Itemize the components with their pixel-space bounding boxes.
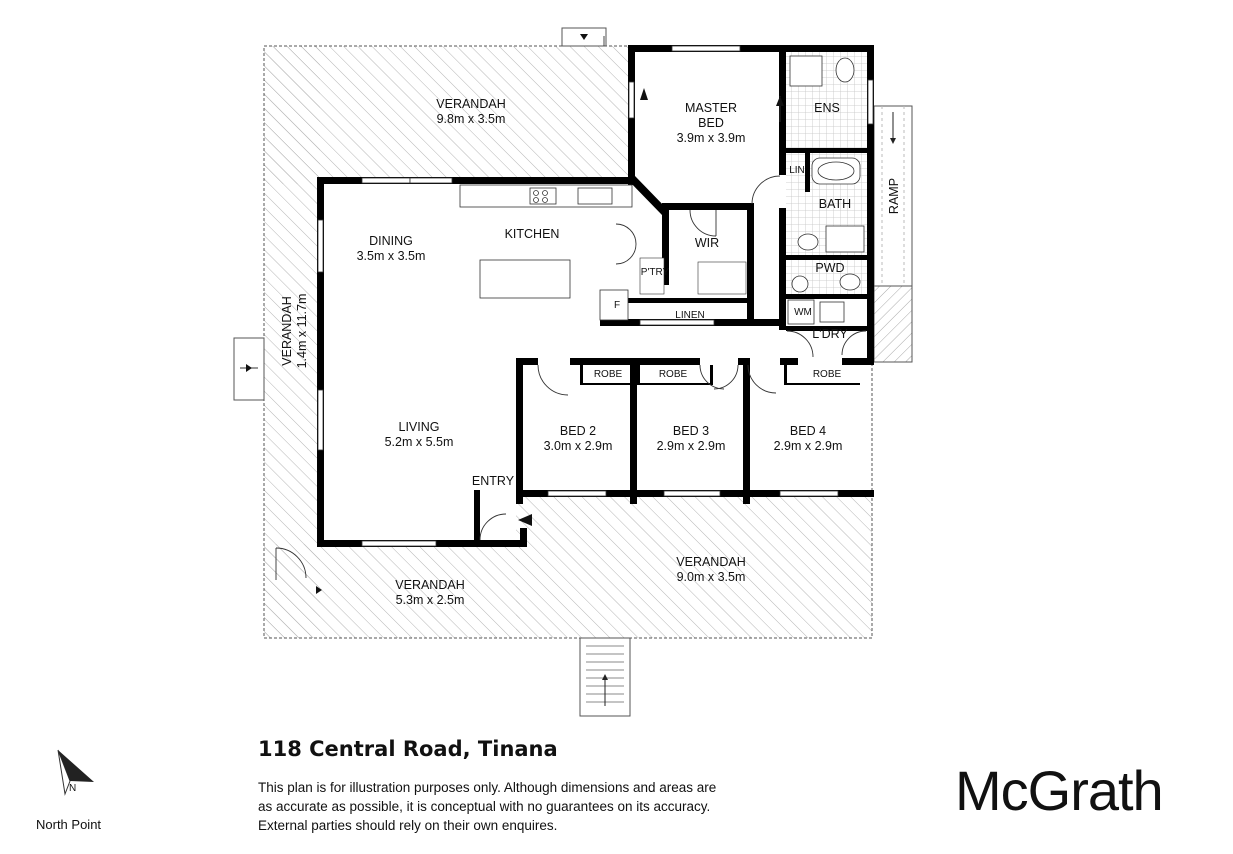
verandah-bottom-right-size: 9.0m x 3.5m xyxy=(677,570,746,584)
master-bed-label: MASTER BED 3.9m x 3.9m xyxy=(677,101,746,145)
living-name: LIVING xyxy=(399,420,440,434)
wir-label: WIR xyxy=(695,236,719,250)
bath-label: BATH xyxy=(819,197,851,211)
robe-bed2-label: ROBE xyxy=(594,369,623,380)
disclaimer-line: This plan is for illustration purposes o… xyxy=(258,780,717,795)
front-stairs xyxy=(579,637,631,717)
bed3-size: 2.9m x 2.9m xyxy=(657,439,726,453)
disclaimer-line: as accurate as possible, it is conceptua… xyxy=(258,799,711,814)
living-size: 5.2m x 5.5m xyxy=(385,435,454,449)
brand-logo: McGrath xyxy=(955,759,1164,822)
doors xyxy=(275,36,867,580)
laundry-label: L'DRY xyxy=(812,327,848,341)
ramp xyxy=(873,105,913,363)
master-bed-name-line2: BED xyxy=(698,116,724,130)
bed2-size: 3.0m x 2.9m xyxy=(544,439,613,453)
dining-name: DINING xyxy=(369,234,413,248)
dining-size: 3.5m x 3.5m xyxy=(357,249,426,263)
linen-closet-label: LIN xyxy=(789,165,805,176)
master-bed-size: 3.9m x 3.9m xyxy=(677,131,746,145)
living-label: LIVING 5.2m x 5.5m xyxy=(385,420,454,449)
disclaimer: This plan is for illustration purposes o… xyxy=(258,778,778,835)
verandah-bottom-left-name: VERANDAH xyxy=(395,578,464,592)
bed4-label: BED 4 2.9m x 2.9m xyxy=(774,424,843,453)
master-bed-name-line1: MASTER xyxy=(685,101,737,115)
kitchen-label: KITCHEN xyxy=(505,227,560,241)
verandah-bottom-left-label: VERANDAH 5.3m x 2.5m xyxy=(395,578,464,607)
ramp-label: RAMP xyxy=(887,178,901,214)
bed2-label: BED 2 3.0m x 2.9m xyxy=(544,424,613,453)
floor-plan: VERANDAH 9.8m x 3.5m VERANDAH 1.4m x 11.… xyxy=(233,27,913,717)
bed2-name: BED 2 xyxy=(560,424,596,438)
robe-bed3-label: ROBE xyxy=(659,369,688,380)
north-letter: N xyxy=(69,783,76,794)
dining-label: DINING 3.5m x 3.5m xyxy=(357,234,426,263)
powder-label: PWD xyxy=(815,261,844,275)
bed3-name: BED 3 xyxy=(673,424,709,438)
washing-machine-label: WM xyxy=(794,307,812,318)
verandah-left-label: VERANDAH 1.4m x 11.7m xyxy=(280,294,309,369)
verandah-left-name: VERANDAH xyxy=(280,296,294,365)
fixtures xyxy=(459,55,865,325)
door-arrows xyxy=(246,34,784,594)
entry-label: ENTRY xyxy=(472,474,515,488)
verandah-top-size: 9.8m x 3.5m xyxy=(437,112,506,126)
fridge-label: F xyxy=(614,300,620,311)
verandah-bottom-right-name: VERANDAH xyxy=(676,555,745,569)
property-address: 118 Central Road, Tinana xyxy=(258,737,558,761)
verandah-bottom-left-size: 5.3m x 2.5m xyxy=(396,593,465,607)
bed3-label: BED 3 2.9m x 2.9m xyxy=(657,424,726,453)
verandah-top-label: VERANDAH 9.8m x 3.5m xyxy=(436,97,505,126)
linen-label: LINEN xyxy=(675,310,704,321)
verandah-top-name: VERANDAH xyxy=(436,97,505,111)
verandah-area xyxy=(233,27,873,639)
bed4-size: 2.9m x 2.9m xyxy=(774,439,843,453)
robe-bed4-label: ROBE xyxy=(813,369,842,380)
north-point-label: North Point xyxy=(36,817,102,832)
north-arrow-icon: N xyxy=(57,749,94,796)
windows xyxy=(317,45,874,547)
pantry-label: P'TRY xyxy=(641,267,670,278)
ensuite-label: ENS xyxy=(814,101,840,115)
bed4-name: BED 4 xyxy=(790,424,826,438)
verandah-left-size: 1.4m x 11.7m xyxy=(295,294,309,369)
verandah-bottom-right-label: VERANDAH 9.0m x 3.5m xyxy=(676,555,745,584)
disclaimer-line: External parties should rely on their ow… xyxy=(258,818,558,833)
